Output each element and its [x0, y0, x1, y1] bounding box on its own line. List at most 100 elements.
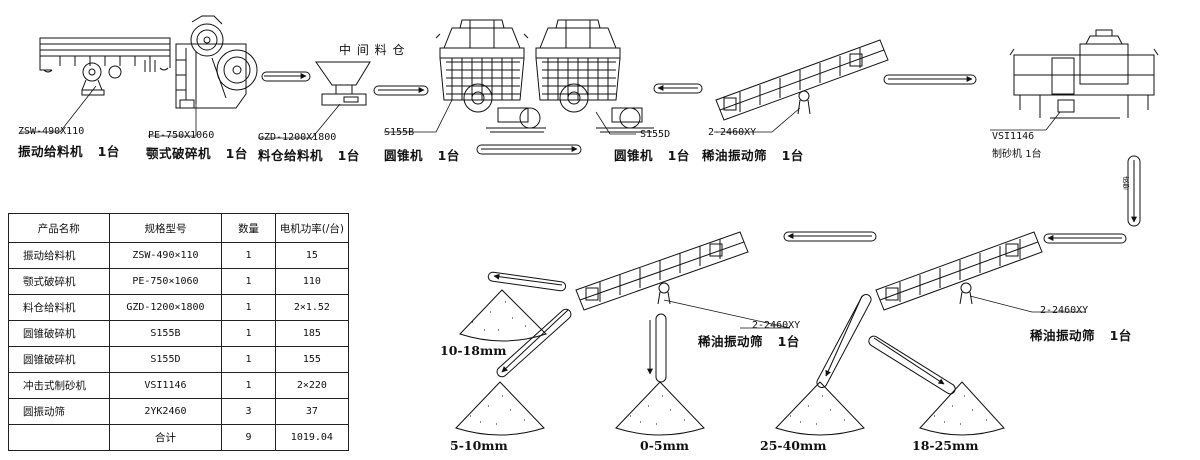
product-label-0-5: 0-5mm [640, 438, 690, 453]
belt-screen-to-vsi [883, 74, 977, 85]
name-label-screen-1: 稀油振动筛 1台 [702, 148, 804, 163]
equipment-count: 1台 [1025, 149, 1042, 160]
cell-qty: 1 [221, 242, 276, 269]
cell-model: S155B [108, 320, 223, 347]
vsi-sand-maker-drawing [1009, 29, 1159, 119]
vibrating-screen-2-drawing [575, 231, 749, 311]
model-label-cone-b: S155B [384, 127, 415, 138]
equipment-count: 1台 [1109, 328, 1132, 343]
cell-model: GZD-1200×1800 [108, 294, 223, 321]
equipment-count: 1台 [437, 148, 460, 163]
intermediate-bin-label: 中 间 料 仓 [339, 43, 406, 57]
cell-power: 15 [274, 242, 350, 269]
equipment-spec-table: 产品名称 规格型号 数量 电机功率(/台) 振动给料机 ZSW-490×110 … [8, 213, 350, 451]
table-row: 圆锥破碎机 S155B 1 185 [8, 320, 350, 347]
col-header-power: 电机功率(/台) [274, 213, 350, 243]
product-label-18-25: 18-25mm [912, 438, 979, 453]
vertical-belt-label: 皮带 [1122, 176, 1130, 190]
name-label-vibrating-feeder: 振动给料机 1台 [18, 144, 120, 159]
col-header-product: 产品名称 [8, 213, 110, 243]
name-label-vsi: 制砂机 1台 [992, 150, 1042, 160]
name-label-jaw-crusher: 颚式破碎机 1台 [146, 146, 248, 161]
pile-25-40 [775, 381, 865, 436]
belt-return-under-cones [476, 144, 582, 155]
table-total-row: 合计 9 1019.04 [8, 424, 350, 451]
belt-to-screen-3 [1043, 233, 1127, 244]
cell-model: PE-750×1060 [108, 268, 223, 295]
equipment-name: 振动给料机 [18, 144, 84, 159]
belt-to-10-18-pile [487, 271, 567, 292]
table-header-row: 产品名称 规格型号 数量 电机功率(/台) [8, 213, 350, 243]
equipment-count: 1台 [777, 334, 800, 349]
cell-total-label: 合计 [108, 424, 223, 451]
cell-power: 2×220 [274, 372, 350, 399]
equipment-name: 圆锥机 [614, 148, 654, 163]
belt-to-0-5-pile [647, 313, 667, 383]
pile-10-18 [459, 289, 547, 342]
equipment-count: 1台 [781, 148, 804, 163]
equipment-name: 圆锥机 [384, 148, 424, 163]
equipment-count: 1台 [337, 148, 360, 163]
table-row: 振动给料机 ZSW-490×110 1 15 [8, 242, 350, 269]
product-label-10-18: 10-18mm [440, 343, 507, 358]
pile-0-5 [615, 381, 705, 436]
cell-model: 2YK2460 [108, 398, 223, 425]
cell-total-power: 1019.04 [274, 424, 350, 451]
model-label-screen-1: 2-2460XY [708, 127, 757, 138]
vibrating-screen-1-drawing [715, 39, 889, 121]
cone-crusher-s155d-drawing [535, 19, 654, 133]
equipment-count: 1台 [97, 144, 120, 159]
pile-18-25 [919, 381, 1005, 436]
cell-qty: 1 [221, 268, 276, 295]
equipment-name: 料仓给料机 [258, 148, 324, 163]
vertical-belt-vsi-down [1127, 155, 1141, 227]
name-label-cone-d: 圆锥机 1台 [614, 148, 690, 163]
cell-product: 圆锥破碎机 [8, 346, 110, 373]
cell-model: VSI1146 [108, 372, 223, 399]
model-label-screen-3: 2-2460XY [1040, 305, 1089, 316]
cell-power: 185 [274, 320, 350, 347]
belt-bin-to-cone [373, 85, 429, 96]
col-header-qty: 数量 [221, 213, 276, 243]
model-label-jaw-crusher: PE-750X1060 [148, 130, 215, 141]
model-label-bin-feeder: GZD-1200X1800 [258, 132, 337, 143]
name-label-screen-3: 稀油振动筛 1台 [1030, 328, 1132, 343]
model-label-vsi: VSI1146 [992, 131, 1035, 142]
jaw-crusher-drawing [175, 15, 258, 109]
belt-to-18-25-pile [868, 335, 956, 395]
belt-jaw-to-bin [261, 71, 311, 82]
cell-power: 110 [274, 268, 350, 295]
cell-qty: 1 [221, 346, 276, 373]
cell-power: 155 [274, 346, 350, 373]
belt-to-5-10-pile [496, 308, 572, 378]
cell-product [8, 424, 110, 451]
intermediate-bin-drawing [315, 61, 371, 106]
cell-total-qty: 9 [221, 424, 276, 451]
name-label-screen-2: 稀油振动筛 1台 [698, 334, 800, 349]
model-label-screen-2: 2-2460XY [752, 320, 801, 331]
cell-qty: 1 [221, 320, 276, 347]
table-row: 冲击式制砂机 VSI1146 1 2×220 [8, 372, 350, 399]
cell-product: 圆振动筛 [8, 398, 110, 425]
belt-between-screens [783, 231, 877, 242]
equipment-name: 颚式破碎机 [146, 146, 212, 161]
cell-model: ZSW-490×110 [108, 242, 223, 269]
cone-crusher-s155b-drawing [435, 19, 546, 133]
model-label-vibrating-feeder: ZSW-490X110 [18, 126, 85, 137]
table-row: 圆振动筛 2YK2460 3 37 [8, 398, 350, 425]
cell-product: 振动给料机 [8, 242, 110, 269]
cell-power: 37 [274, 398, 350, 425]
name-label-bin-feeder: 料仓给料机 1台 [258, 148, 360, 163]
cell-power: 2×1.52 [274, 294, 350, 321]
col-header-model: 规格型号 [108, 213, 223, 243]
model-label-cone-d: S155D [640, 129, 671, 140]
cell-product: 颚式破碎机 [8, 268, 110, 295]
table-row: 料仓给料机 GZD-1200×1800 1 2×1.52 [8, 294, 350, 321]
pile-5-10 [455, 381, 545, 436]
belt-cone-to-screen [653, 83, 703, 94]
vibrating-screen-3-drawing [875, 231, 1043, 311]
equipment-count: 1台 [667, 148, 690, 163]
cell-qty: 1 [221, 294, 276, 321]
equipment-name: 稀油振动筛 [698, 334, 764, 349]
leader-lines [20, 85, 1086, 329]
